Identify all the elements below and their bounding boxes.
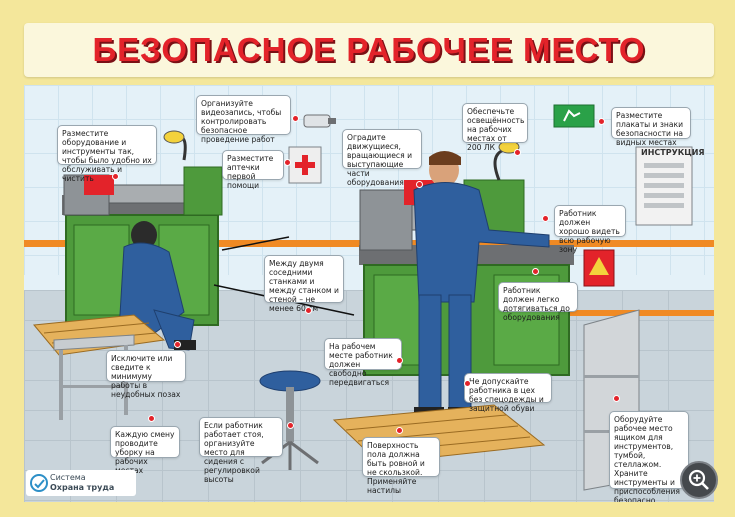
logo-line2: Охрана труда	[50, 483, 115, 492]
distance-arrow-top	[221, 236, 290, 251]
callout-floor: Поверхность пола должна быть ровной и не…	[362, 437, 440, 495]
instruction-board-label: ИНСТРУКЦИЯ	[641, 148, 705, 157]
callout-seat: Если работник работает стоя, организуйте…	[199, 417, 283, 484]
marker-dot	[396, 357, 403, 364]
marker-dot	[112, 173, 119, 180]
callout-lighting: Обеспечьте освещённость на рабочих места…	[462, 103, 528, 152]
wall-pipe-lower	[444, 310, 714, 316]
marker-dot	[148, 415, 155, 422]
crouching-worker	[118, 221, 196, 351]
marker-dot	[416, 181, 423, 188]
cctv-camera-icon	[303, 114, 336, 128]
callout-video: Организуйте видеозапись, чтобы контролир…	[196, 95, 291, 144]
logo-box	[26, 470, 136, 496]
emergency-exit-sign-icon	[553, 104, 595, 128]
logo-line1: Система	[50, 473, 86, 482]
marker-dot	[464, 380, 471, 387]
callout-clothing: Не допускайте работника в цех без спецод…	[464, 373, 552, 413]
callout-cleaning: Каждую смену проводите уборку на рабочих…	[110, 426, 180, 475]
marker-dot	[532, 268, 539, 275]
callout-work-zone: Работник должен хорошо видеть всю рабочу…	[554, 205, 626, 254]
marker-dot	[284, 159, 291, 166]
callout-equipment: Разместите оборудование и инструменты та…	[57, 125, 157, 183]
zoom-in-button[interactable]	[680, 461, 718, 499]
zoom-in-icon	[688, 469, 709, 490]
marker-dot	[542, 215, 549, 222]
marker-dot	[287, 422, 294, 429]
callout-storage: Оборудуйте рабочее место ящиком для инст…	[609, 411, 689, 502]
workshop-illustration: Разместите оборудование и инструменты та…	[24, 85, 714, 502]
callout-moving-parts: Оградите движущиеся, вращающиеся и высту…	[342, 129, 422, 187]
instruction-board	[635, 146, 693, 226]
title-banner: БЕЗОПАСНОЕ РАБОЧЕЕ МЕСТО	[24, 23, 714, 77]
callout-posters: Разместите плакаты и знаки безопасности …	[611, 107, 691, 147]
marker-dot	[598, 118, 605, 125]
marker-dot	[613, 395, 620, 402]
callout-first-aid: Разместите аптечки первой помощи	[222, 150, 284, 190]
marker-dot	[174, 341, 181, 348]
callout-reach: Работник должен легко дотягиваться до об…	[498, 282, 578, 322]
callout-distance: Между двумя соседними станками и между с…	[264, 255, 344, 313]
logo-shield-icon	[30, 474, 48, 492]
marker-dot	[305, 307, 312, 314]
first-aid-kit-icon	[288, 146, 322, 184]
marker-dot	[514, 149, 521, 156]
workshop-drawing	[33, 104, 693, 491]
callout-free-movement: На рабочем месте работник должен свободн…	[324, 338, 402, 387]
fire-alarm-icon	[583, 249, 615, 287]
callout-postures: Исключите или сведите к минимуму работы …	[106, 350, 186, 399]
marker-dot	[396, 427, 403, 434]
marker-dot	[292, 115, 299, 122]
poster-title: БЕЗОПАСНОЕ РАБОЧЕЕ МЕСТО	[92, 31, 646, 68]
